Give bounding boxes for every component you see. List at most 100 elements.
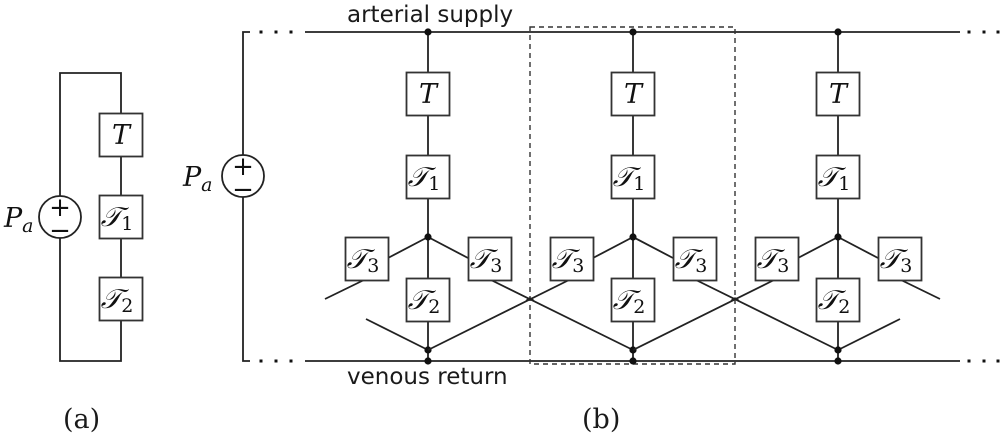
minus-sign: − bbox=[49, 216, 71, 246]
element-t3-left: 𝒯3 bbox=[754, 236, 800, 282]
ellipsis-dot bbox=[259, 30, 263, 34]
element-t: T bbox=[405, 71, 451, 117]
cross-wire-right bbox=[693, 278, 839, 351]
supply-node bbox=[424, 28, 432, 36]
element-t3-right: 𝒯3 bbox=[672, 236, 718, 282]
element-box bbox=[815, 277, 861, 323]
element-t3-left: 𝒯3 bbox=[344, 236, 390, 282]
element-box bbox=[754, 236, 800, 282]
ellipsis-dot bbox=[274, 359, 278, 363]
element-label: T bbox=[624, 79, 644, 110]
element-t1: 𝒯1 bbox=[610, 154, 656, 200]
element-box bbox=[405, 71, 451, 117]
source-label-a: Pa bbox=[3, 203, 34, 237]
pressure-source-a: + − Pa bbox=[3, 193, 82, 246]
pressure-source-b: + − Pa bbox=[182, 152, 265, 205]
return-node bbox=[424, 357, 432, 365]
branch-wire-left bbox=[592, 236, 634, 259]
element-t3-left: 𝒯3 bbox=[549, 236, 595, 282]
stub-wire-left bbox=[365, 318, 429, 351]
stub-wire-right bbox=[837, 318, 901, 351]
cross-wire-left bbox=[632, 278, 777, 351]
element-box bbox=[877, 236, 923, 282]
branch-wire-right bbox=[632, 236, 674, 259]
branch-wire-right bbox=[837, 236, 879, 259]
element-box bbox=[610, 71, 656, 117]
cross-wire-left bbox=[427, 278, 572, 351]
element-box bbox=[98, 194, 144, 240]
element-t1-a: 𝒯1 bbox=[98, 194, 144, 240]
continuation-dots bbox=[259, 30, 1000, 363]
element-t: T bbox=[815, 71, 861, 117]
source-label-b: Pa bbox=[182, 162, 213, 196]
element-box bbox=[98, 112, 144, 158]
element-box bbox=[549, 236, 595, 282]
element-label: 𝒯3 bbox=[757, 244, 790, 277]
ellipsis-dot bbox=[289, 359, 293, 363]
element-t2: 𝒯2 bbox=[405, 277, 451, 323]
collector-node bbox=[834, 346, 842, 354]
ellipsis-dot bbox=[289, 30, 293, 34]
branch-wire-right bbox=[427, 236, 469, 259]
element-t3-right: 𝒯3 bbox=[467, 236, 513, 282]
element-box bbox=[815, 71, 861, 117]
element-box bbox=[98, 276, 144, 322]
element-t: T bbox=[610, 71, 656, 117]
element-label: T bbox=[112, 120, 132, 151]
element-t2: 𝒯2 bbox=[610, 277, 656, 323]
junction-node bbox=[629, 233, 637, 241]
element-box bbox=[344, 236, 390, 282]
element-t-a: T bbox=[98, 112, 144, 158]
element-t1: 𝒯1 bbox=[405, 154, 451, 200]
junction-node bbox=[424, 233, 432, 241]
ellipsis-dot bbox=[274, 30, 278, 34]
cross-wire-right bbox=[488, 278, 634, 351]
crossing-hop bbox=[730, 297, 740, 302]
element-label: 𝒯3 bbox=[552, 244, 585, 277]
junction-node bbox=[834, 233, 842, 241]
ellipsis-dot bbox=[982, 359, 986, 363]
element-t1: 𝒯1 bbox=[815, 154, 861, 200]
plus-sign: + bbox=[49, 193, 71, 223]
plus-sign: + bbox=[232, 152, 254, 182]
element-label: T bbox=[829, 79, 849, 110]
element-box bbox=[405, 154, 451, 200]
ellipsis-dot bbox=[996, 30, 1000, 34]
cross-wire-right bbox=[898, 278, 941, 300]
arterial-supply-label: arterial supply bbox=[347, 2, 513, 28]
ellipsis-dot bbox=[996, 359, 1000, 363]
source-circle-icon bbox=[38, 195, 82, 239]
ellipsis-dot bbox=[967, 30, 971, 34]
venous-return-label: venous return bbox=[347, 364, 508, 390]
source-circle-icon bbox=[221, 154, 265, 198]
supply-node bbox=[834, 28, 842, 36]
cross-wire-left bbox=[324, 278, 367, 300]
minus-sign: − bbox=[232, 175, 254, 205]
element-t2: 𝒯2 bbox=[815, 277, 861, 323]
element-t2-a: 𝒯2 bbox=[98, 276, 144, 322]
source-wire-bottom bbox=[242, 197, 250, 362]
element-label: T bbox=[419, 79, 439, 110]
ellipsis-dot bbox=[967, 359, 971, 363]
element-box bbox=[815, 154, 861, 200]
element-box bbox=[405, 277, 451, 323]
element-box bbox=[672, 236, 718, 282]
crossing-hop bbox=[525, 297, 535, 302]
element-t3-right: 𝒯3 bbox=[877, 236, 923, 282]
caption-b: (b) bbox=[582, 404, 620, 435]
element-label: 𝒯1 bbox=[818, 162, 851, 195]
ellipsis-dot bbox=[259, 359, 263, 363]
element-box bbox=[467, 236, 513, 282]
return-node bbox=[629, 357, 637, 365]
return-node bbox=[834, 357, 842, 365]
unit-cell-highlight bbox=[529, 26, 736, 365]
element-box bbox=[610, 277, 656, 323]
ellipsis-dot bbox=[982, 30, 986, 34]
branch-wire-left bbox=[797, 236, 839, 259]
element-box bbox=[610, 154, 656, 200]
